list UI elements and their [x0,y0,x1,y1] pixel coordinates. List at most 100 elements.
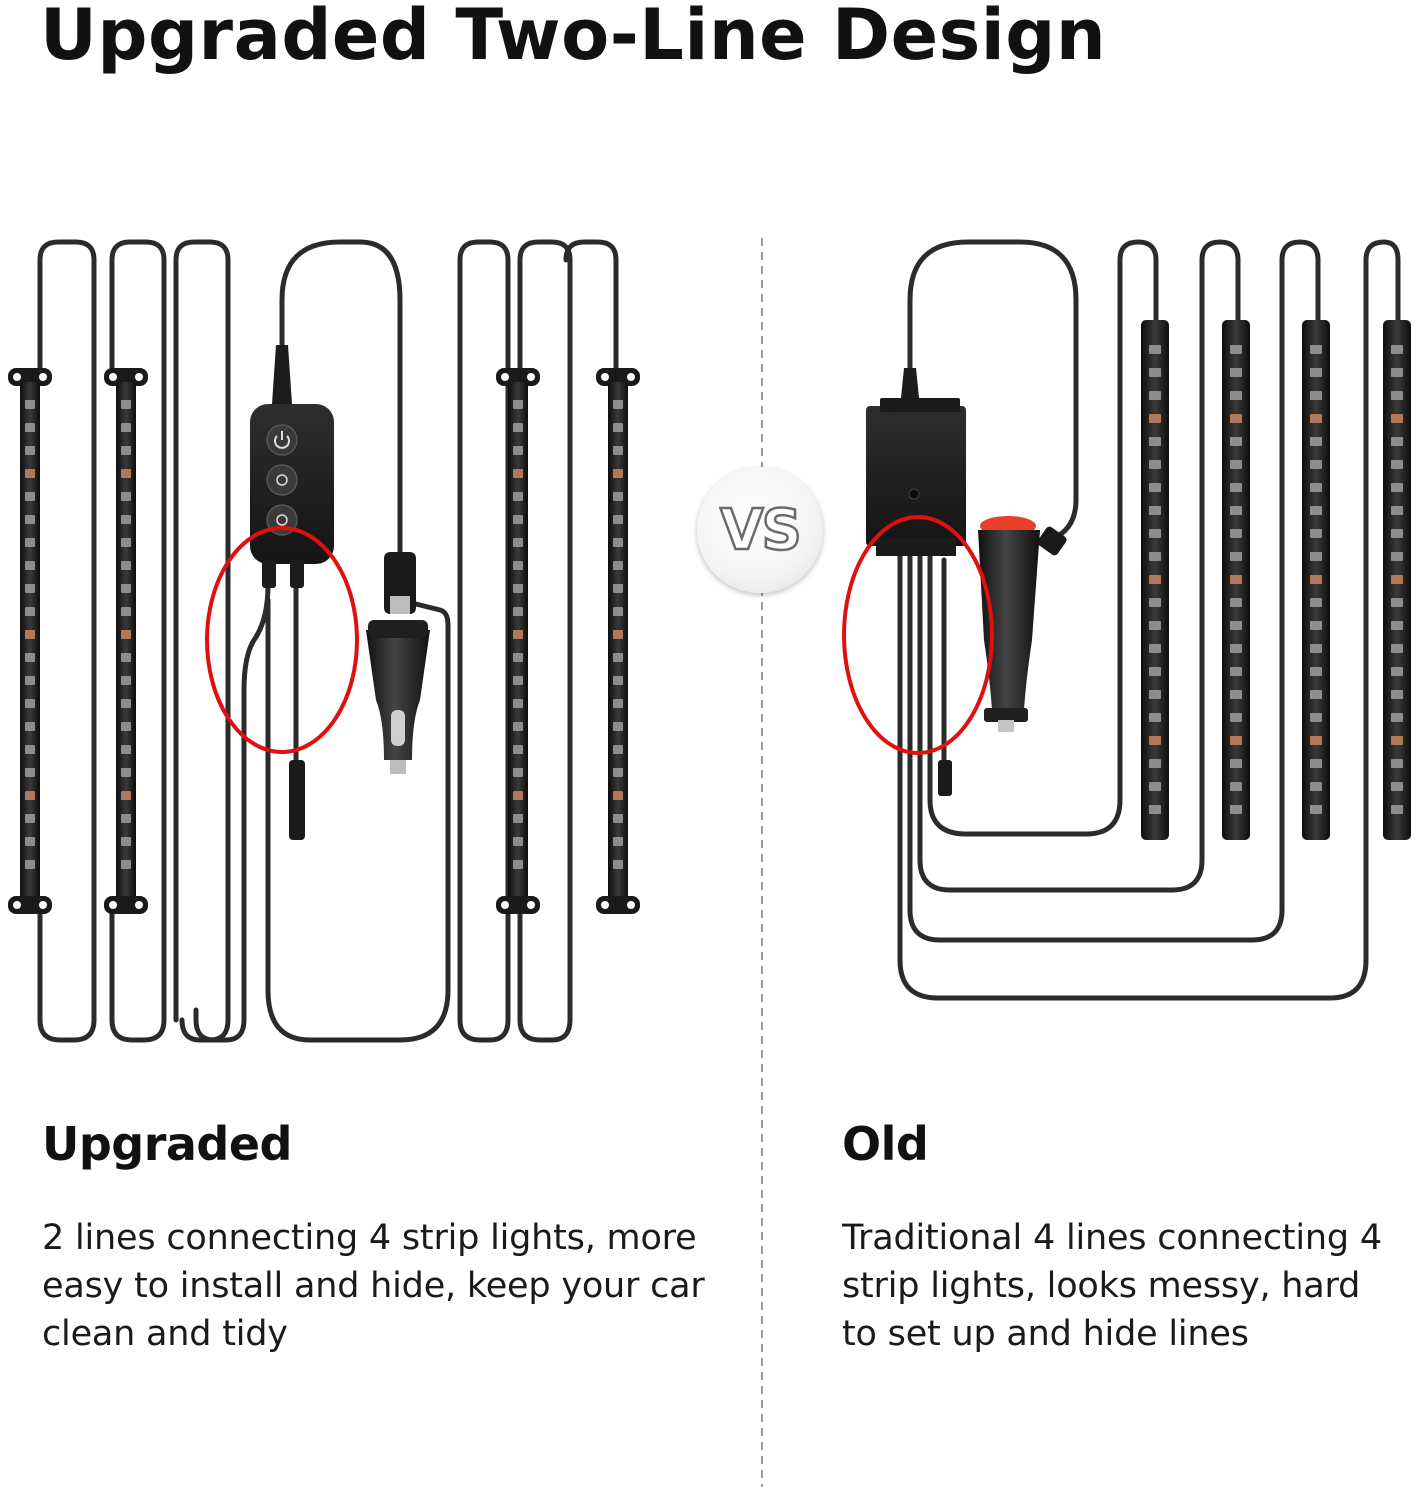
led-chip [1230,782,1242,791]
led-chip [25,423,35,432]
led-chip [25,699,35,708]
led-chip [1149,621,1161,630]
led-chip [513,492,523,501]
led-chip [121,492,131,501]
led-chip [25,584,35,593]
old-heading: Old [842,1117,929,1171]
led-chip [1391,506,1403,515]
led-chip [121,584,131,593]
led-chip [1149,644,1161,653]
led-chip [613,423,623,432]
led-chip [1149,529,1161,538]
led-chip [1310,644,1322,653]
strip-light-2 [104,368,148,914]
led-chip [613,676,623,685]
led-chip [1310,598,1322,607]
led-chip [613,860,623,869]
old-highlight-ring [842,515,994,755]
led-chip [1230,437,1242,446]
led-chip [1230,368,1242,377]
led-chip [1149,575,1161,584]
led-chip [1149,552,1161,561]
old-led-chips [1149,345,1403,814]
led-chip [1230,759,1242,768]
led-chip [121,561,131,570]
led-chip [513,469,523,478]
led-chip [513,538,523,547]
upgraded-car-plug [366,552,430,774]
led-chip [1230,736,1242,745]
led-chip [513,400,523,409]
led-chip [1391,345,1403,354]
led-chip [1310,414,1322,423]
led-chip [1230,713,1242,722]
led-chip [1149,460,1161,469]
led-chip [1310,529,1322,538]
led-chip [513,423,523,432]
led-chip [25,469,35,478]
led-chip [1310,690,1322,699]
led-chip [513,676,523,685]
led-chip [1391,414,1403,423]
led-chip [613,837,623,846]
led-chip [25,538,35,547]
old-cable-loops [897,239,1401,1001]
led-chip [1230,621,1242,630]
led-chip [513,607,523,616]
led-chip [121,676,131,685]
led-chip [1391,575,1403,584]
upgraded-heading: Upgraded [42,1117,293,1171]
led-chip [1149,805,1161,814]
led-chip [613,400,623,409]
led-chip [121,768,131,777]
led-chip [1149,667,1161,676]
led-chip [513,515,523,524]
led-chip [613,791,623,800]
led-chip [1310,552,1322,561]
led-chip [1391,460,1403,469]
strip-light-1 [8,368,52,914]
led-chip [513,768,523,777]
led-chip [613,607,623,616]
led-chip [1149,782,1161,791]
led-chip [121,814,131,823]
led-chip [613,446,623,455]
led-chip [513,561,523,570]
led-chip [121,791,131,800]
led-chip [121,860,131,869]
led-chip [1310,460,1322,469]
led-chip [121,469,131,478]
led-chip [25,860,35,869]
led-chip [1149,598,1161,607]
led-chip [613,561,623,570]
old-description: Traditional 4 lines connecting 4 strip l… [842,1218,1382,1354]
led-chip [25,561,35,570]
led-chip [1310,713,1322,722]
led-chip [1149,506,1161,515]
led-chip [1391,782,1403,791]
led-chip [1310,391,1322,400]
led-chip [513,584,523,593]
led-chip [613,768,623,777]
led-chip [1230,552,1242,561]
led-chip [513,722,523,731]
led-chip [1230,805,1242,814]
led-chip [1391,644,1403,653]
led-chip [613,745,623,754]
led-chip [1310,621,1322,630]
led-chip [25,676,35,685]
upgraded-controller [250,345,334,840]
led-chip [1230,529,1242,538]
led-chip [513,814,523,823]
led-chip [1230,506,1242,515]
led-chip [513,745,523,754]
led-chip [613,699,623,708]
led-chip [1310,575,1322,584]
led-chip [1391,621,1403,630]
led-chip [121,423,131,432]
led-chip [25,768,35,777]
led-chip [121,722,131,731]
led-chip [1149,736,1161,745]
led-chip [121,515,131,524]
